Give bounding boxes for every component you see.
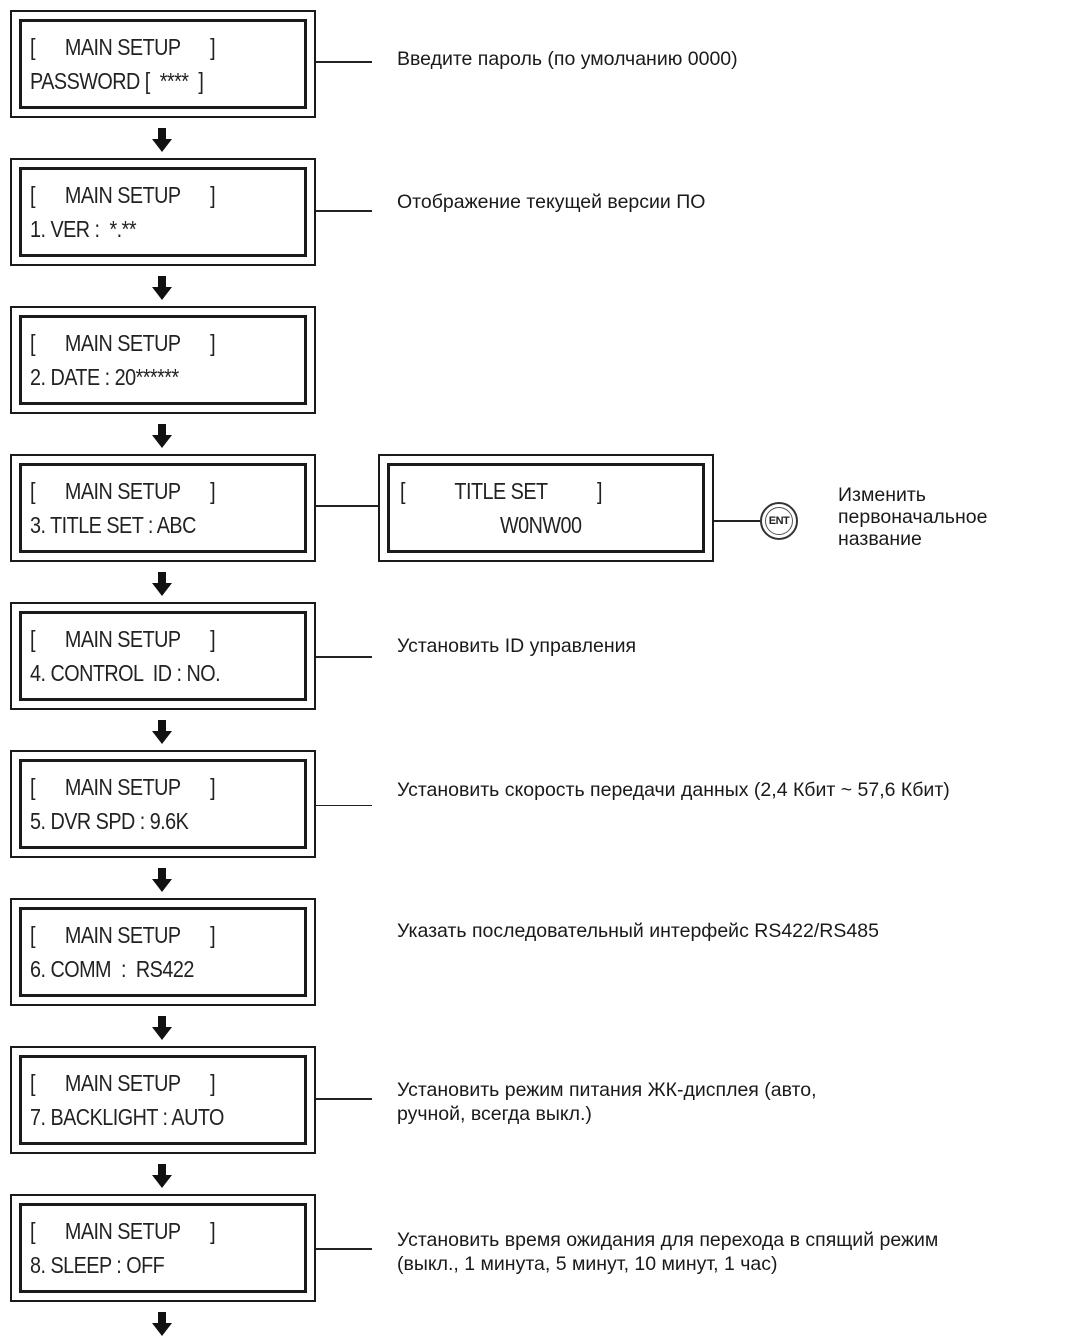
lcd-line-1: [ MAIN SETUP ] <box>30 1218 216 1244</box>
lcd-line-1: [ MAIN SETUP ] <box>30 34 216 60</box>
connector-line <box>316 61 372 63</box>
lcd-line-1: [ MAIN SETUP ] <box>30 330 216 356</box>
description-version: Отображение текущей версии ПО <box>397 191 706 213</box>
connector-line <box>316 656 372 658</box>
lcd-screen-comm: [ MAIN SETUP ] 6. COMM : RS422 <box>10 898 316 1006</box>
lcd-line-1: [ MAIN SETUP ] <box>30 922 216 948</box>
lcd-line-1: [ TITLE SET ] <box>400 478 603 504</box>
description-dvr-speed: Установить скорость передачи данных (2,4… <box>397 779 950 801</box>
lcd-line-2: 4. CONTROL ID : NO. <box>30 660 221 686</box>
lcd-line-2: 2. DATE : 20****** <box>30 364 179 390</box>
lcd-screen-title-set: [ MAIN SETUP ] 3. TITLE SET : ABC <box>10 454 316 562</box>
connector-line <box>316 805 372 806</box>
lcd-screen-password: [ MAIN SETUP ] PASSWORD [ **** ] <box>10 10 316 118</box>
lcd-line-1: [ MAIN SETUP ] <box>30 626 216 652</box>
description-password: Введите пароль (по умолчанию 0000) <box>397 48 738 70</box>
lcd-screen-date: [ MAIN SETUP ] 2. DATE : 20****** <box>10 306 316 414</box>
description-line: первоначальное <box>838 506 988 528</box>
description-line: ручной, всегда выкл.) <box>397 1103 592 1125</box>
connector-line <box>316 1098 372 1100</box>
down-arrow-icon <box>152 1016 172 1040</box>
connector-line <box>316 505 378 507</box>
lcd-line-1: [ MAIN SETUP ] <box>30 1070 216 1096</box>
down-arrow-icon <box>152 720 172 744</box>
description-control-id: Установить ID управления <box>397 635 637 657</box>
description-line: (выкл., 1 минута, 5 минут, 10 минут, 1 ч… <box>397 1253 778 1275</box>
lcd-line-2: PASSWORD [ **** ] <box>30 68 204 94</box>
down-arrow-icon <box>152 1164 172 1188</box>
lcd-screen-sleep: [ MAIN SETUP ] 8. SLEEP : OFF <box>10 1194 316 1302</box>
ent-button-label: ENT <box>768 515 790 527</box>
down-arrow-icon <box>152 128 172 152</box>
description-line: Установить время ожидания для перехода в… <box>397 1229 939 1251</box>
down-arrow-icon <box>152 868 172 892</box>
connector-line <box>316 210 372 212</box>
lcd-line-2: 7. BACKLIGHT : AUTO <box>30 1104 224 1130</box>
lcd-line-1: [ MAIN SETUP ] <box>30 774 216 800</box>
lcd-line-2: 6. COMM : RS422 <box>30 956 194 982</box>
lcd-screen-version: [ MAIN SETUP ] 1. VER : *.** <box>10 158 316 266</box>
down-arrow-icon <box>152 1312 172 1336</box>
description-title-change: Изменить первоначальное название <box>838 484 987 550</box>
lcd-line-2: W0NW00 <box>500 512 582 538</box>
lcd-line-2: 8. SLEEP : OFF <box>30 1252 165 1278</box>
connector-line <box>714 520 760 522</box>
lcd-line-2: 5. DVR SPD : 9.6K <box>30 808 189 834</box>
description-line: Установить режим питания ЖК-дисплея (авт… <box>397 1079 817 1101</box>
lcd-line-2: 3. TITLE SET : ABC <box>30 512 196 538</box>
lcd-screen-dvr-speed: [ MAIN SETUP ] 5. DVR SPD : 9.6K <box>10 750 316 858</box>
description-backlight: Установить режим питания ЖК-дисплея (авт… <box>397 1078 817 1126</box>
description-line: Изменить <box>838 484 926 506</box>
lcd-line-1: [ MAIN SETUP ] <box>30 182 216 208</box>
down-arrow-icon <box>152 276 172 300</box>
ent-button-icon: ENT <box>760 502 798 540</box>
description-line: название <box>838 528 922 550</box>
connector-line <box>316 1248 372 1250</box>
lcd-screen-title-edit: [ TITLE SET ] W0NW00 <box>378 454 714 562</box>
down-arrow-icon <box>152 424 172 448</box>
lcd-screen-backlight: [ MAIN SETUP ] 7. BACKLIGHT : AUTO <box>10 1046 316 1154</box>
lcd-line-1: [ MAIN SETUP ] <box>30 478 216 504</box>
lcd-screen-control-id: [ MAIN SETUP ] 4. CONTROL ID : NO. <box>10 602 316 710</box>
lcd-line-2: 1. VER : *.** <box>30 216 137 242</box>
down-arrow-icon <box>152 572 172 596</box>
description-comm: Указать последовательный интерфейс RS422… <box>397 920 879 942</box>
description-sleep: Установить время ожидания для перехода в… <box>397 1228 938 1276</box>
